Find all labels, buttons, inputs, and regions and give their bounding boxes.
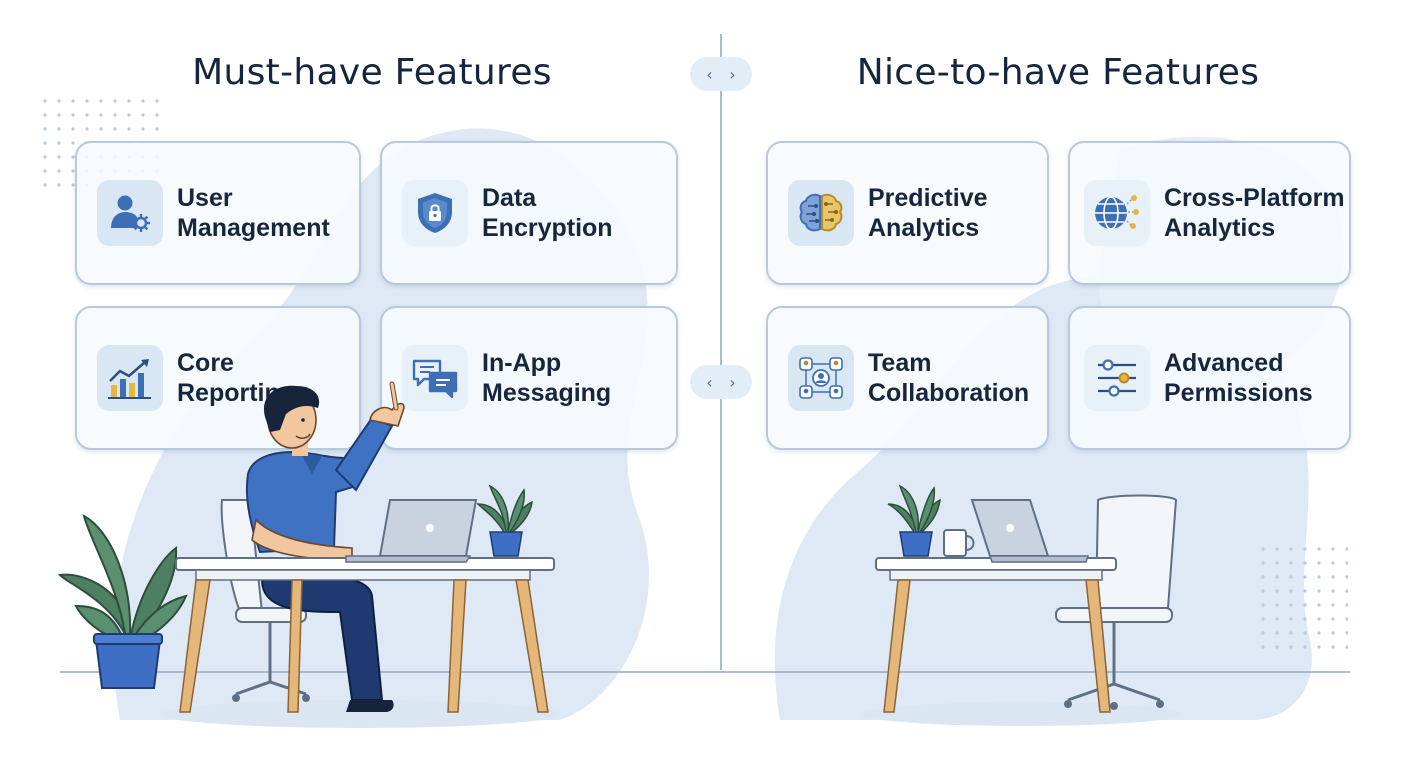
feature-card-predictive-analytics[interactable]: Predictive Analytics xyxy=(766,141,1049,285)
shield-lock-icon xyxy=(418,193,452,233)
brain-circuit-icon xyxy=(799,193,843,232)
nice-to-have-heading: Nice-to-have Features xyxy=(856,52,1260,93)
team-network-icon-tile xyxy=(788,345,854,411)
feature-label: Cross-Platform Analytics xyxy=(1164,184,1345,242)
feature-label: Advanced Permissions xyxy=(1164,349,1313,407)
feature-card-cross-platform-analytics[interactable]: Cross-Platform Analytics xyxy=(1068,141,1351,285)
feature-card-team-collaboration[interactable]: Team Collaboration xyxy=(766,306,1049,450)
team-network-icon xyxy=(799,357,843,399)
sliders-icon-tile xyxy=(1084,345,1150,411)
sliders-icon xyxy=(1098,359,1136,397)
feature-label: Predictive Analytics xyxy=(868,184,988,242)
right-floor-shadow xyxy=(862,702,1182,726)
globe-network-icon xyxy=(1095,195,1139,230)
dot-grid-right xyxy=(1252,540,1348,650)
middle-carousel-control: ‹ › xyxy=(690,365,752,399)
must-have-heading: Must-have Features xyxy=(192,52,552,93)
feature-label: Core Reporting xyxy=(177,349,296,407)
feature-card-core-reporting[interactable]: Core Reporting xyxy=(75,306,361,450)
feature-card-advanced-permissions[interactable]: Advanced Permissions xyxy=(1068,306,1351,450)
top-next-arrow-icon[interactable]: › xyxy=(729,64,736,84)
bar-chart-trend-icon-tile xyxy=(97,345,163,411)
feature-label: User Management xyxy=(177,184,330,242)
chat-bubbles-icon-tile xyxy=(402,345,468,411)
chat-bubbles-icon xyxy=(412,359,458,399)
feature-label: In-App Messaging xyxy=(482,349,612,407)
feature-label: Team Collaboration xyxy=(868,349,1030,407)
top-carousel-control: ‹ › xyxy=(690,57,752,91)
middle-prev-arrow-icon[interactable]: ‹ xyxy=(706,372,713,392)
bar-chart-trend-icon xyxy=(108,359,151,399)
feature-card-in-app-messaging[interactable]: In-App Messaging xyxy=(380,306,678,450)
feature-label: Data Encryption xyxy=(482,184,613,242)
shield-lock-icon-tile xyxy=(402,180,468,246)
globe-network-icon-tile xyxy=(1084,180,1150,246)
left-floor-shadow xyxy=(160,700,560,728)
top-prev-arrow-icon[interactable]: ‹ xyxy=(706,64,713,84)
brain-circuit-icon-tile xyxy=(788,180,854,246)
user-gear-icon xyxy=(111,195,150,232)
middle-next-arrow-icon[interactable]: › xyxy=(729,372,736,392)
feature-card-user-management[interactable]: User Management xyxy=(75,141,361,285)
user-gear-icon-tile xyxy=(97,180,163,246)
feature-card-data-encryption[interactable]: Data Encryption xyxy=(380,141,678,285)
